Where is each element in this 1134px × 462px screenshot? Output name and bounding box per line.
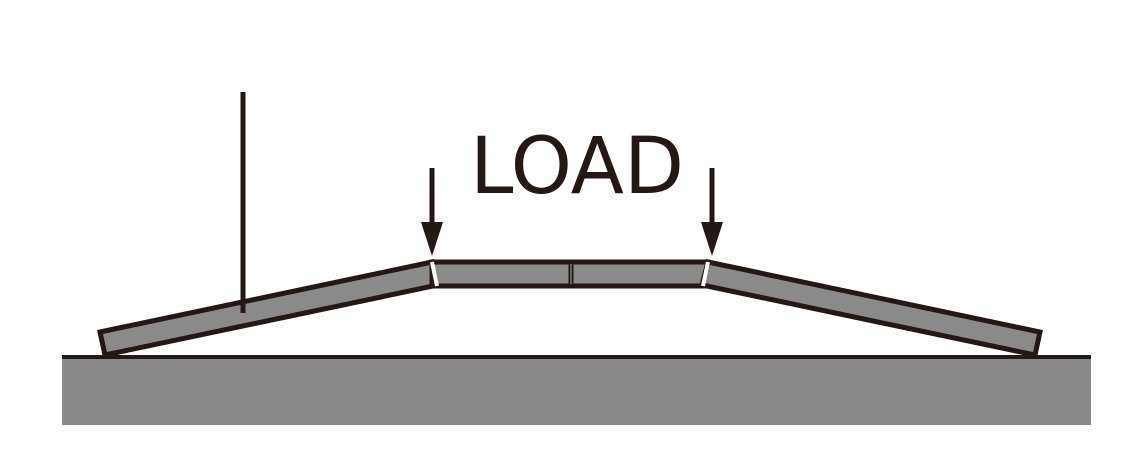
right-hinge-joint (701, 261, 710, 287)
left-hinge-joint (430, 261, 439, 287)
right-load-arrow (701, 168, 723, 256)
left-load-arrow (421, 168, 443, 256)
center-plate-right-half (568, 259, 711, 289)
right-inclined-plate (698, 259, 1043, 358)
ground-block (62, 357, 1091, 425)
load-label: LOAD (470, 122, 684, 212)
left-inclined-plate (97, 259, 442, 358)
center-plate-left-half (429, 259, 574, 289)
